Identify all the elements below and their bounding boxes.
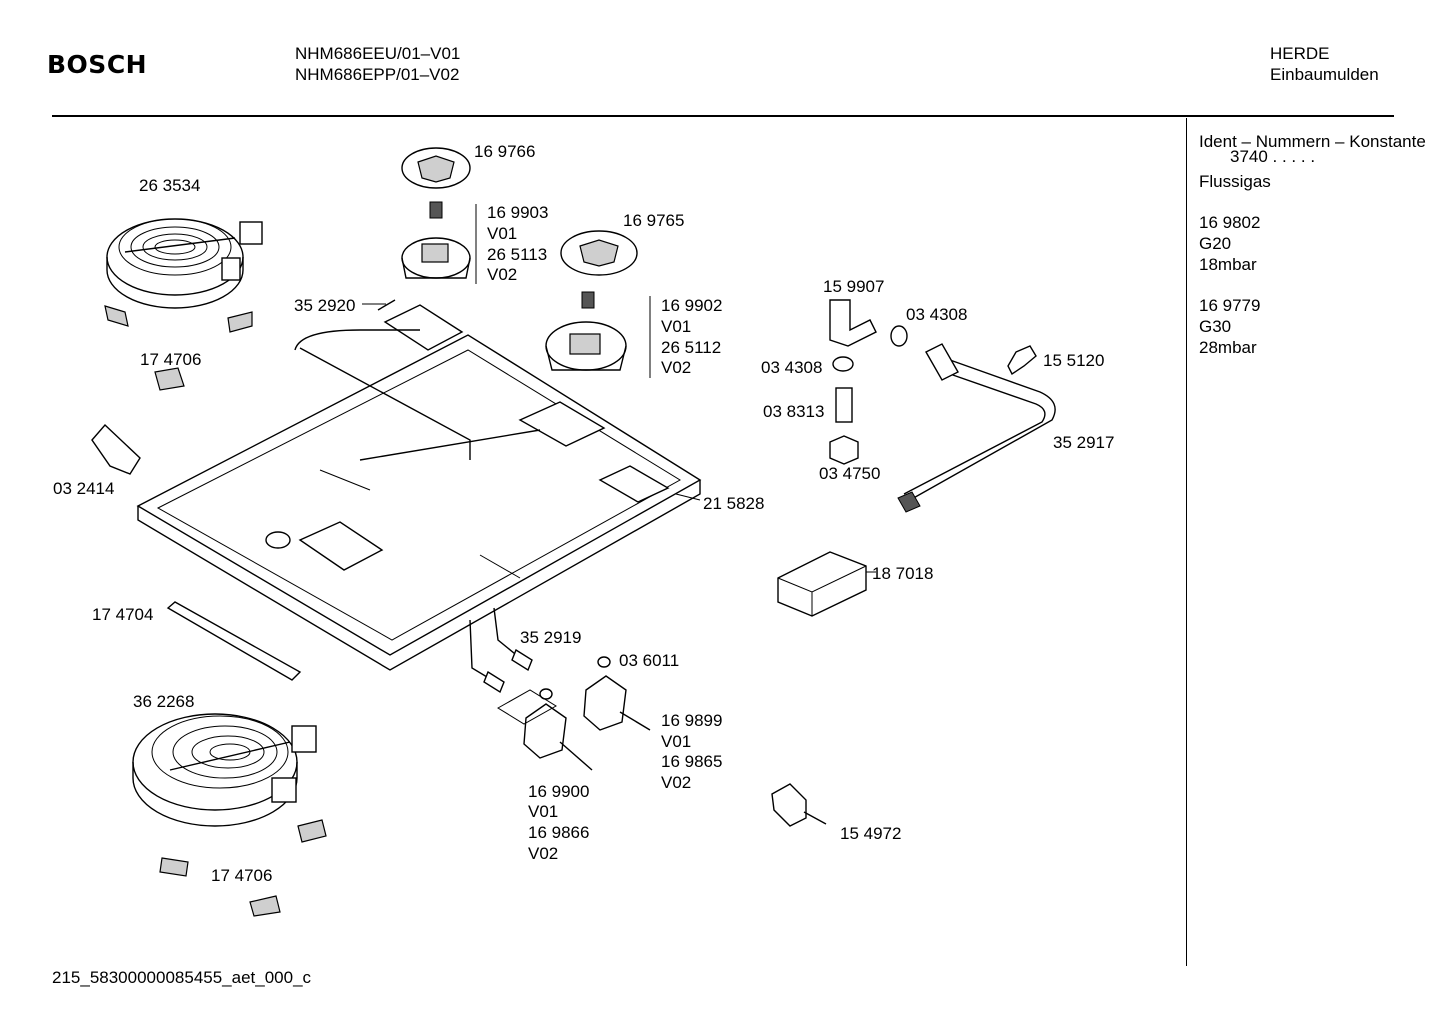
valve-169900 [497,688,593,771]
variant-1-gas: G20 [1199,234,1232,253]
part-label-174706-bottom: 17 4706 [211,866,273,885]
part-label-362268: 36 2268 [133,692,195,711]
variant-2-gas: G30 [1199,317,1232,336]
part-label-169866: 16 9866 [528,823,590,842]
variant-1-pressure: 18mbar [1199,255,1257,274]
burner-body-169902 [545,291,627,371]
clip-174706-top [104,305,253,391]
part-label-169766: 16 9766 [474,142,536,161]
variant-2-part: 16 9779 [1199,296,1261,315]
part-label-174706-top: 17 4706 [140,350,202,369]
box-187018 [777,551,867,617]
category-title: HERDE [1270,44,1330,63]
part-label-169902-v01: V01 [661,317,692,336]
part-label-169765: 16 9765 [623,211,685,230]
part-label-265113: 26 5113 [487,245,548,264]
leader-lines [362,204,876,573]
part-label-154972: 15 4972 [840,824,902,843]
part-label-265113-v02: V02 [487,265,518,284]
part-label-169903-v01: V01 [487,224,518,243]
brand-logo: BOSCH [47,50,148,79]
burner-cap-169766 [401,147,471,189]
model-number-1: NHM686EEU/01–V01 [295,44,461,63]
part-label-159907: 15 9907 [823,277,885,296]
gas-pipe-352917 [897,343,1056,513]
elbow-159907 [829,299,877,347]
part-label-169899: 16 9899 [661,711,723,730]
drawing-code: 215_58300000085455_aet_000_c [52,968,312,987]
bracket-032414 [91,423,141,475]
ident-title: Ident – Nummern – Konstante [1199,132,1426,151]
hotplate-top [106,218,263,309]
part-label-352920: 35 2920 [294,296,356,315]
ident-value: 3740 . . . . . [1230,147,1316,166]
part-label-265112-v02: V02 [661,358,692,377]
part-label-169903: 16 9903 [487,203,549,222]
part-label-155120: 15 5120 [1043,351,1105,370]
part-label-038313: 03 8313 [763,402,825,421]
part-label-034750: 03 4750 [819,464,881,483]
gas-type: Flussigas [1199,172,1271,191]
part-label-169902: 16 9902 [661,296,723,315]
part-label-265112: 26 5112 [661,338,722,357]
part-label-034308-b: 03 4308 [761,358,823,377]
washers [829,325,908,465]
variant-2-pressure: 28mbar [1199,338,1257,357]
part-label-352917: 35 2917 [1053,433,1115,452]
part-label-263534: 26 3534 [139,176,201,195]
part-label-169866-v02: V02 [528,844,559,863]
hotplate-bottom [132,713,317,827]
variant-1-part: 16 9802 [1199,213,1261,232]
part-label-034308-a: 03 4308 [906,305,968,324]
clip-155120 [1007,345,1037,376]
part-label-169865-v02: V02 [661,773,692,792]
strip-174704 [166,601,302,681]
thermocouple-352919 [469,607,533,694]
part-label-169900: 16 9900 [528,782,590,801]
part-label-352919: 35 2919 [520,628,582,647]
burner-cap-169765 [560,230,638,276]
sidebar-divider [1186,118,1187,966]
part-label-169865: 16 9865 [661,752,723,771]
part-label-169899-v01: V01 [661,732,692,751]
category-subtitle: Einbaumulden [1270,65,1379,84]
part-label-036011: 03 6011 [619,651,680,670]
part-label-215828: 21 5828 [703,494,765,513]
hob-tray [136,299,702,671]
part-label-169900-v01: V01 [528,802,559,821]
burner-body-169903 [401,201,471,279]
model-number-2: NHM686EPP/01–V02 [295,65,460,84]
clip-174706-bottom [159,819,327,917]
igniter-154972 [771,783,827,827]
part-label-032414: 03 2414 [53,479,115,498]
valve-169899 [583,656,651,731]
part-label-174704: 17 4704 [92,605,154,624]
header-divider [52,115,1394,117]
part-label-187018: 18 7018 [872,564,934,583]
